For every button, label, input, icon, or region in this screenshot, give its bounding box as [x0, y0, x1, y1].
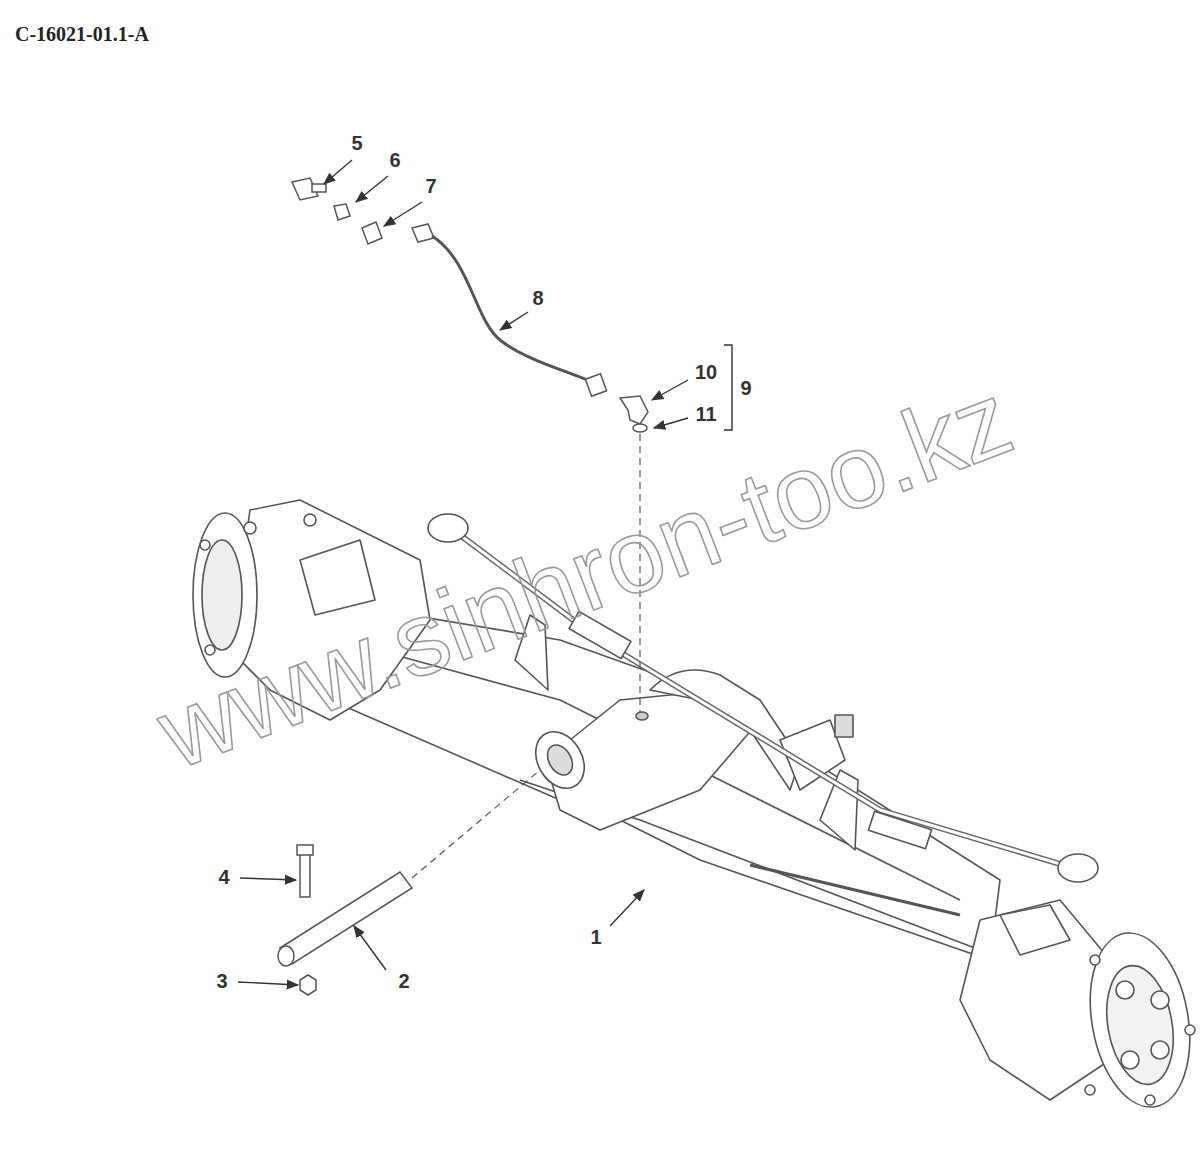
callout-number: 7: [425, 176, 436, 196]
callout-number: 8: [532, 288, 543, 308]
callout-number: 5: [351, 133, 362, 153]
callout-number: 1: [590, 927, 601, 947]
callout-number: 6: [389, 150, 400, 170]
callout-number: 2: [398, 971, 409, 991]
drawing-number: C-16021-01.1-A: [15, 24, 149, 44]
callout-number: 10: [695, 362, 717, 382]
callout-number: 9: [740, 378, 751, 398]
callout-number: 3: [216, 971, 227, 991]
axle-body: [193, 500, 1200, 1115]
callout-number: 11: [695, 404, 716, 424]
callout-number: 4: [218, 867, 229, 887]
group-bracket: [724, 345, 732, 430]
